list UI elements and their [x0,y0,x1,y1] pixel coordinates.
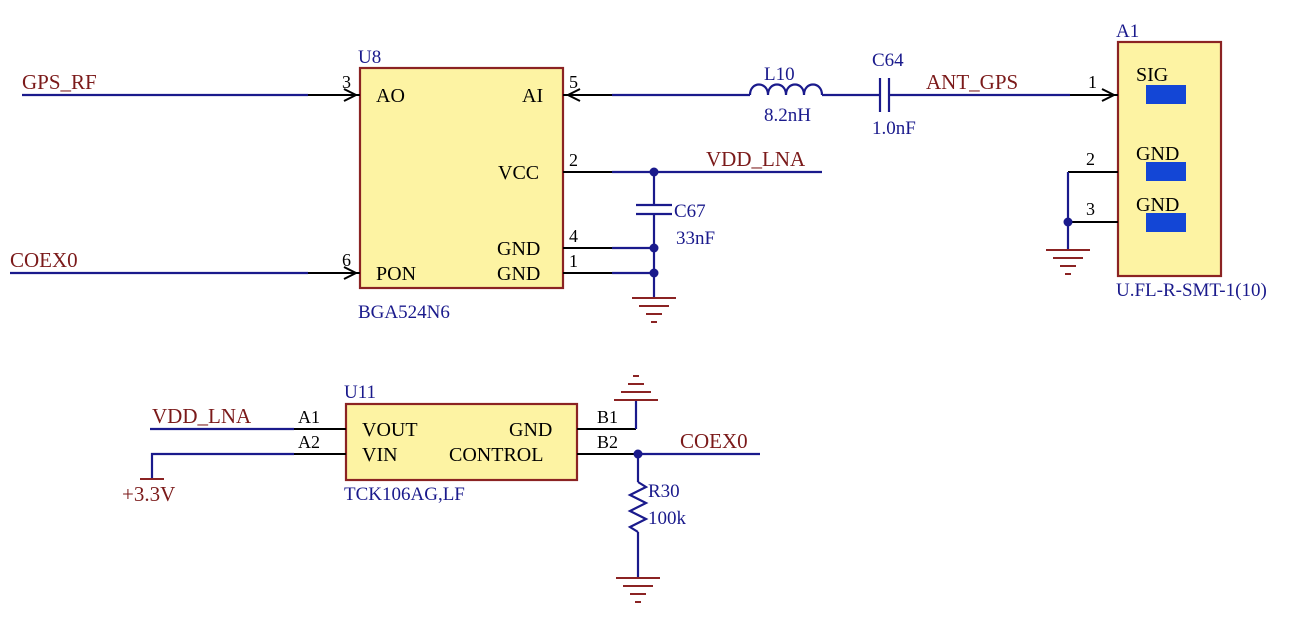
ground-icon [632,297,676,323]
u11-pin-gnd-label: GND [509,419,552,441]
ground-icon [614,375,658,401]
u11-pin-a1-number: A1 [298,407,320,427]
junction-gnd4 [649,243,659,253]
u8-lna-chip: U8 BGA524N6 3 AO 5 AI 2 VCC 4 GND 1 GND … [308,47,612,323]
u8-pin3-number: 3 [342,72,351,92]
v3v3-label: +3.3V [122,482,175,506]
u8-part-number: BGA524N6 [358,302,450,323]
r30-value: 100k [648,508,687,529]
a1-pin-gnd2-label: GND [1136,143,1179,165]
u11-pin-a2-number: A2 [298,432,320,452]
a1-gnd3-pad [1146,213,1186,232]
c67-designator: C67 [674,201,706,222]
v3v3-wire [150,452,294,479]
a1-designator: A1 [1116,21,1139,42]
net-gps-rf: GPS_RF [22,70,308,97]
a1-gnd2-pad [1146,162,1186,181]
a1-pin3-number: 3 [1086,199,1095,219]
net-vdd-lna-top: VDD_LNA C67 33nF [612,147,822,323]
u11-pin-b2-number: B2 [597,432,618,452]
vdd-lna-bottom-label: VDD_LNA [152,404,252,428]
u8-pin1-number: 1 [569,251,578,271]
u8-pin-vcc-label: VCC [498,162,539,184]
u8-pin3-arrow [343,88,359,102]
vdd-lna-top-label: VDD_LNA [706,147,806,171]
u8-designator: U8 [358,47,381,68]
u8-pin4-number: 4 [569,226,578,246]
u8-pin-gnd1-label: GND [497,263,540,285]
junction-gnd1 [649,268,659,278]
u8-pin2-number: 2 [569,150,578,170]
a1-pin-sig-label: SIG [1136,64,1168,86]
net-coex0-left: COEX0 [10,248,308,275]
net-rf-input-chain: L10 8.2nH C64 1.0nF ANT_GPS [612,50,1070,139]
a1-pin1-number: 1 [1088,72,1097,92]
u8-pin5-arrow [565,88,581,102]
ground-icon [616,577,660,603]
l10-inductor-symbol [748,83,824,96]
net-vdd-lna-bottom: VDD_LNA [150,404,294,431]
l10-value: 8.2nH [764,105,811,126]
a1-pin1-arrow [1101,88,1117,102]
u8-body [358,66,565,290]
u11-pin-vout-label: VOUT [362,419,418,441]
u11-designator: U11 [344,382,376,403]
l10-designator: L10 [764,64,795,85]
a1-body [1116,40,1223,278]
c64-value: 1.0nF [872,118,916,139]
gps-rf-label: GPS_RF [22,70,97,94]
u11-body [344,402,579,482]
ant-gps-label: ANT_GPS [926,70,1018,94]
r30-designator: R30 [648,481,680,502]
u11-ground-net [614,375,658,429]
a1-part-number: U.FL-R-SMT-1(10) [1116,280,1267,301]
junction-a1-gnd [1063,217,1073,227]
c67-value: 33nF [676,228,715,249]
u11-part-number: TCK106AG,LF [344,484,465,505]
a1-antenna-connector: A1 U.FL-R-SMT-1(10) 1 SIG 2 GND 3 GND [1046,21,1267,301]
coex0-right-label: COEX0 [680,429,748,453]
u8-pin5-number: 5 [569,72,578,92]
ground-icon [1046,249,1090,275]
net-3v3: +3.3V [122,452,294,506]
coex0-left-label: COEX0 [10,248,78,272]
u11-pin-vin-label: VIN [362,444,398,466]
u8-pin6-number: 6 [342,250,351,270]
u8-pin-pon-label: PON [376,263,416,285]
u8-pin-gnd4-label: GND [497,238,540,260]
u8-pin6-arrow [343,266,359,280]
a1-pin-gnd3-label: GND [1136,194,1179,216]
u11-pin-control-label: CONTROL [449,444,543,466]
c64-designator: C64 [872,50,904,71]
net-coex0-right: COEX0 R30 100k [616,429,760,603]
r30-resistor-symbol [627,481,649,533]
u11-load-switch: U11 TCK106AG,LF A1 VOUT A2 VIN B1 GND B2… [294,382,636,505]
u8-pin-ai-label: AI [522,85,543,107]
a1-pin2-number: 2 [1086,149,1095,169]
u11-pin-b1-number: B1 [597,407,618,427]
u8-pin-ao-label: AO [376,85,405,107]
a1-sig-pad [1146,85,1186,104]
